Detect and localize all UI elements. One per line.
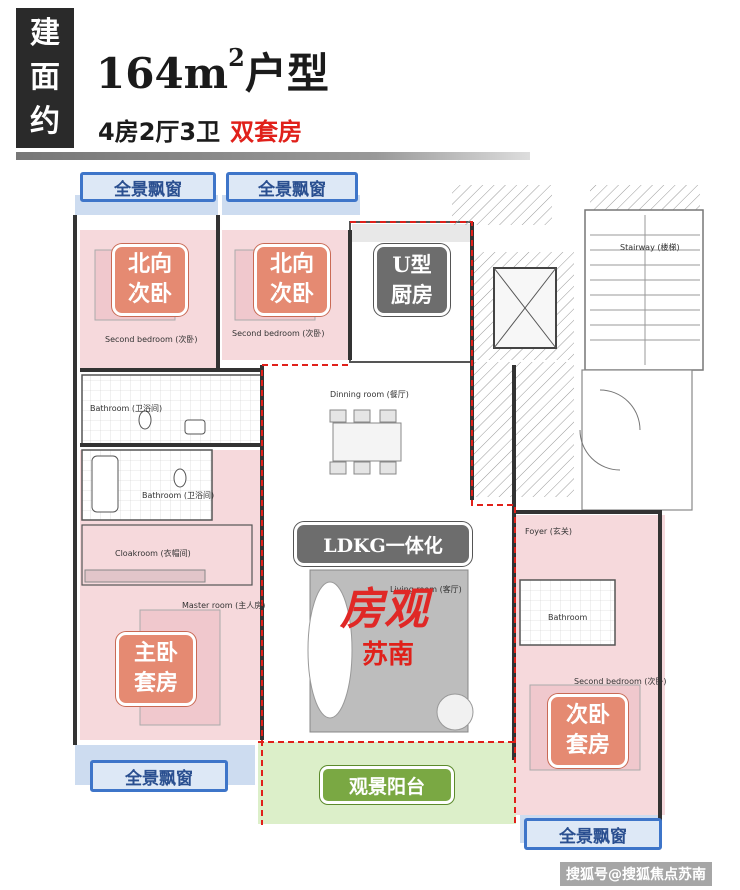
label-dining: Dinning room (餐厅): [330, 390, 409, 399]
watermark-text: 房观: [340, 584, 428, 635]
page-title: 164m2户型: [96, 40, 329, 101]
badge-line: 北向: [127, 252, 172, 277]
layout-text: 4房2厅3卫: [98, 118, 221, 146]
watermark-text: 苏南: [362, 640, 415, 670]
label-living-room: Living room (客厅): [390, 584, 462, 594]
label-second-bedroom: Second bedroom (次卧): [105, 334, 198, 344]
stair-shaft: [474, 362, 574, 497]
stairway: [584, 209, 704, 371]
badge-line: 套房: [565, 733, 610, 758]
second-suite-badge: 次卧 套房: [548, 694, 628, 768]
label-foyer: Foyer (玄关): [525, 526, 572, 536]
unit-type: 户型: [244, 49, 329, 98]
area-sup: 2: [228, 43, 245, 72]
area-unit: m: [183, 49, 229, 98]
armchair: [436, 693, 474, 731]
bathroom-top: [81, 374, 263, 446]
badge-line: 主卧: [133, 641, 178, 666]
area-tag-char: 约: [30, 104, 60, 139]
sofa: [307, 581, 353, 719]
window-badge: 全景飘窗: [90, 760, 228, 792]
highlight-text: 双套房: [230, 118, 303, 146]
label-stairway: Stairway (楼梯): [620, 242, 680, 252]
stair-shaft: [452, 185, 552, 225]
badge-line: 次卧: [565, 703, 610, 728]
bathroom-right: [519, 579, 616, 646]
page-subtitle: 4房2厅3卫双套房: [98, 112, 302, 147]
kitchen-badge: U型 厨房: [374, 244, 450, 316]
area-tag: 建 面 约: [16, 8, 74, 148]
north-bedroom-badge: 北向 次卧: [112, 244, 188, 316]
header-divider: [16, 152, 530, 160]
ldkg-badge: LDKG一体化: [294, 522, 472, 566]
badge-line: 北向: [269, 252, 314, 277]
label-cloakroom: Cloakroom (衣帽间): [115, 548, 191, 558]
badge-line: 套房: [133, 671, 178, 696]
toilet: [138, 410, 152, 430]
source-credit: 搜狐号@搜狐焦点苏南: [560, 862, 712, 886]
dining-table: [332, 422, 402, 462]
bathtub: [91, 455, 119, 513]
badge-line: U型: [392, 252, 432, 277]
area-tag-char: 建: [30, 16, 60, 51]
badge-line: 次卧: [269, 282, 314, 307]
hallway: [581, 369, 693, 511]
zone-outline: [258, 221, 516, 825]
north-bedroom-badge: 北向 次卧: [254, 244, 330, 316]
kitchen-counter: [352, 224, 470, 242]
window-badge: 全景飘窗: [80, 172, 216, 202]
label-bathroom: Bathroom (卫浴间): [90, 403, 162, 413]
balcony-badge: 观景阳台: [320, 766, 454, 804]
label-second-bedroom: Second bedroom (次卧): [232, 328, 325, 338]
badge-line: 厨房: [391, 283, 433, 307]
badge-line: 次卧: [127, 282, 172, 307]
label-bathroom: Bathroom (卫浴间): [142, 490, 214, 500]
wardrobe: [84, 569, 206, 583]
area-number: 164: [96, 49, 184, 98]
area-tag-char: 面: [30, 60, 60, 95]
sink: [184, 419, 206, 435]
label-bathroom: Bathroom: [548, 613, 588, 622]
label-second-bedroom: Second bedroom (次卧): [574, 676, 667, 686]
toilet: [173, 468, 187, 488]
window-badge: 全景飘窗: [524, 818, 662, 850]
master-suite-badge: 主卧 套房: [116, 632, 196, 706]
window-badge: 全景飘窗: [226, 172, 358, 202]
label-master-room: Master room (主人房): [182, 600, 265, 610]
